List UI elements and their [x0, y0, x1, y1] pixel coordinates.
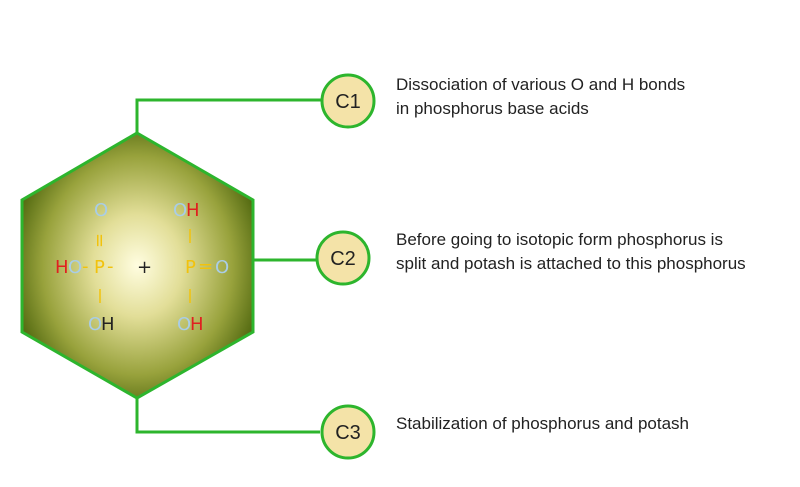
left-dash: - [82, 256, 89, 277]
left-double-bond: = [89, 233, 110, 248]
callout-c1-text: Dissociation of various O and H bonds in… [396, 73, 685, 121]
callout-c2-line-1: Before going to isotopic form phosphorus… [396, 230, 723, 249]
left-molecule: O = H O - P - O H [55, 200, 115, 335]
badge-c3-label: C3 [335, 422, 361, 444]
right-top-hydrogen: H [186, 200, 200, 221]
left-oxygen: O [68, 257, 82, 278]
left-hydrogen: H [55, 257, 69, 278]
molecule-hexagon [20, 131, 255, 400]
left-top-oxygen: O [94, 200, 108, 221]
badge-c1-label: C1 [335, 91, 361, 113]
left-bottom-oxygen: O [88, 314, 102, 335]
right-top-oxygen: O [173, 200, 187, 221]
plus-sign: + [137, 257, 152, 278]
badge-c2: C2 [315, 230, 371, 286]
right-double-bond: = [198, 256, 213, 277]
left-p-dash: - [107, 256, 114, 277]
callout-c1-line-1: Dissociation of various O and H bonds [396, 75, 686, 94]
right-molecule: O H P = O O H [173, 200, 229, 335]
right-bottom-oxygen: O [177, 314, 191, 335]
callout-c1-line-2: in phosphorus base acids [396, 99, 589, 118]
left-phosphorus: P [94, 257, 105, 278]
right-oxygen: O [215, 257, 229, 278]
connector-c1 [135, 98, 322, 133]
connector-c3 [135, 398, 320, 434]
callout-c3-line-1: Stabilization of phosphorus and potash [396, 414, 689, 433]
callout-c2-line-2: split and potash is attached to this pho… [396, 254, 746, 273]
right-phosphorus: P [185, 257, 196, 278]
badge-c3: C3 [320, 404, 376, 460]
callout-c3-text: Stabilization of phosphorus and potash [396, 412, 689, 436]
badge-c2-label: C2 [330, 248, 356, 270]
right-bottom-hydrogen: H [190, 314, 204, 335]
badge-c1: C1 [320, 73, 376, 129]
callout-c2-text: Before going to isotopic form phosphorus… [396, 228, 746, 276]
left-bottom-hydrogen: H [101, 314, 115, 335]
